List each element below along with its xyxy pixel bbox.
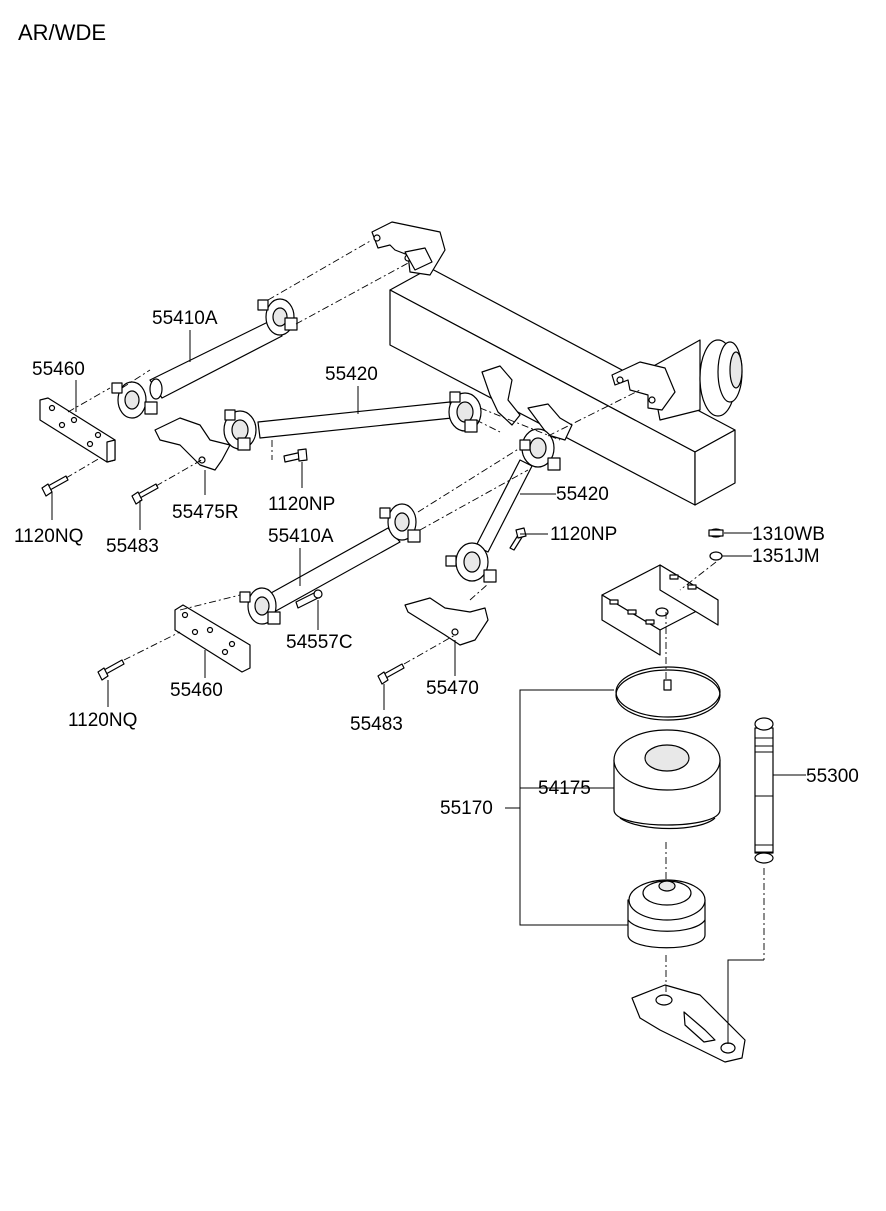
fitting-54557c bbox=[295, 589, 323, 609]
bolt-55483-upper bbox=[131, 483, 159, 505]
lower-center-rod bbox=[445, 428, 561, 583]
label-bolt-nq-upper: 1120NQ bbox=[14, 526, 83, 547]
label-bracket-lower: 55470 bbox=[426, 678, 479, 699]
nut-1310wb bbox=[708, 528, 724, 538]
label-bolt-483-lower: 55483 bbox=[350, 714, 403, 735]
axle-right-bracket bbox=[611, 361, 676, 411]
label-bolt-np-upper: 1120NP bbox=[268, 494, 335, 515]
label-bolt-np-lower: 1120NP bbox=[550, 524, 617, 545]
right-hand-bracket bbox=[154, 417, 231, 471]
rubber-block-54175 bbox=[613, 729, 721, 830]
label-rod-center-upper: 55420 bbox=[325, 364, 378, 385]
axle-hub bbox=[649, 339, 743, 421]
lower-mount-plate bbox=[174, 604, 251, 673]
label-washer-jm: 1351JM bbox=[752, 546, 820, 567]
mount-disc-plate bbox=[615, 666, 721, 721]
bolt-1120nq-lower bbox=[97, 659, 125, 681]
axle-top-bracket bbox=[371, 221, 446, 276]
assembly-center-lines bbox=[65, 239, 765, 992]
upper-mount-plate bbox=[39, 397, 116, 463]
label-mount-assembly: 55170 bbox=[440, 798, 493, 819]
label-bracket-right-hand: 55475R bbox=[172, 502, 239, 523]
label-arm-upper-left: 55410A bbox=[152, 308, 218, 329]
label-bolt-nq-lower: 1120NQ bbox=[68, 710, 137, 731]
diagram-title: AR/WDE bbox=[18, 20, 106, 45]
label-nut-wb: 1310WB bbox=[752, 524, 825, 545]
label-plate-lower-left: 55460 bbox=[170, 680, 223, 701]
pin-bolt-55300 bbox=[754, 717, 774, 864]
label-fitting-c: 54557C bbox=[286, 632, 353, 653]
label-arm-lower-left: 55410A bbox=[268, 526, 334, 547]
bolt-1120nq-upper bbox=[41, 475, 69, 497]
upper-center-rod bbox=[223, 391, 482, 451]
washer-1351jm bbox=[709, 551, 723, 561]
mount-top-bracket bbox=[601, 564, 719, 656]
lower-bracket bbox=[404, 597, 489, 646]
leader-lines bbox=[51, 330, 806, 1044]
label-pin-bolt: 55300 bbox=[806, 766, 859, 787]
lower-seat-plate bbox=[631, 984, 746, 1063]
label-rubber-block: 54175 bbox=[538, 778, 591, 799]
label-rod-center-lower: 55420 bbox=[556, 484, 609, 505]
lower-torque-arm bbox=[239, 503, 421, 625]
label-plate-upper-left: 55460 bbox=[32, 359, 85, 380]
label-bolt-483-upper: 55483 bbox=[106, 536, 159, 557]
bolt-1120np-lower bbox=[509, 527, 527, 551]
upper-torque-arm bbox=[111, 298, 298, 419]
bolt-1120np-upper bbox=[283, 448, 308, 463]
mount-lower-rubber bbox=[627, 879, 706, 949]
bolt-55483-lower bbox=[377, 663, 405, 685]
